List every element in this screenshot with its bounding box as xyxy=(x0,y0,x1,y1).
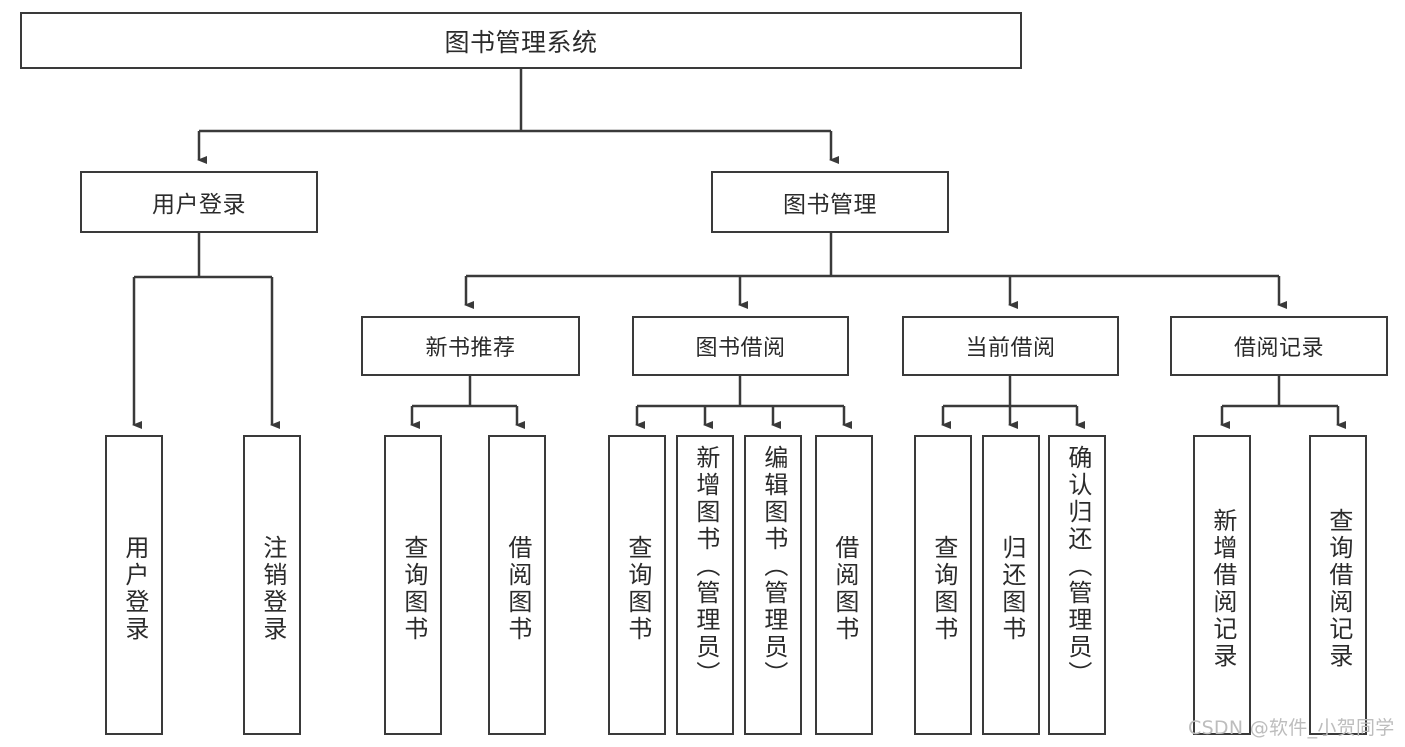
leaf-record-add-record[interactable]: 新增借阅记录 xyxy=(1193,435,1251,735)
leaf-recommend-borrow-book-label: 借阅图书 xyxy=(503,535,532,643)
leaf-current-confirm-return[interactable]: 确认归还（管理员） xyxy=(1048,435,1106,735)
leaf-borrow-add-book-label: 新增图书（管理员） xyxy=(691,445,720,688)
node-new-book-recommend-label: 新书推荐 xyxy=(425,336,516,361)
leaf-record-query-record-label: 查询借阅记录 xyxy=(1324,508,1353,670)
csdn-watermark: CSDN @软件_小贺同学 xyxy=(1188,717,1395,739)
leaf-record-add-record-label: 新增借阅记录 xyxy=(1208,508,1237,670)
node-book-management-label: 图书管理 xyxy=(783,192,877,218)
leaf-record-query-record[interactable]: 查询借阅记录 xyxy=(1309,435,1367,735)
leaf-current-query-book-label: 查询图书 xyxy=(929,535,958,643)
node-new-book-recommend[interactable]: 新书推荐 xyxy=(361,316,580,376)
leaf-recommend-query-book[interactable]: 查询图书 xyxy=(384,435,442,735)
node-current-borrow-label: 当前借阅 xyxy=(965,336,1056,361)
node-borrow-record-label: 借阅记录 xyxy=(1233,336,1324,361)
leaf-borrow-edit-book[interactable]: 编辑图书（管理员） xyxy=(744,435,802,735)
leaf-current-confirm-return-label: 确认归还（管理员） xyxy=(1063,445,1092,688)
leaf-current-return-book[interactable]: 归还图书 xyxy=(982,435,1040,735)
leaf-user-login-login-label: 用户登录 xyxy=(120,535,149,643)
leaf-current-query-book[interactable]: 查询图书 xyxy=(914,435,972,735)
node-user-login-label: 用户登录 xyxy=(152,192,246,218)
node-root-system[interactable]: 图书管理系统 xyxy=(20,12,1022,69)
leaf-current-return-book-label: 归还图书 xyxy=(997,535,1026,643)
node-borrow-record[interactable]: 借阅记录 xyxy=(1170,316,1388,376)
node-book-borrow[interactable]: 图书借阅 xyxy=(632,316,849,376)
node-root-system-label: 图书管理系统 xyxy=(444,27,598,57)
leaf-user-login-login[interactable]: 用户登录 xyxy=(105,435,163,735)
leaf-borrow-borrow-book-label: 借阅图书 xyxy=(830,535,859,643)
node-book-management[interactable]: 图书管理 xyxy=(711,171,949,233)
node-book-borrow-label: 图书借阅 xyxy=(695,336,786,361)
node-current-borrow[interactable]: 当前借阅 xyxy=(902,316,1119,376)
leaf-borrow-query-book[interactable]: 查询图书 xyxy=(608,435,666,735)
leaf-borrow-query-book-label: 查询图书 xyxy=(623,535,652,643)
leaf-recommend-query-book-label: 查询图书 xyxy=(399,535,428,643)
leaf-recommend-borrow-book[interactable]: 借阅图书 xyxy=(488,435,546,735)
leaf-borrow-borrow-book[interactable]: 借阅图书 xyxy=(815,435,873,735)
leaf-user-login-logout-label: 注销登录 xyxy=(258,535,287,643)
leaf-borrow-edit-book-label: 编辑图书（管理员） xyxy=(759,445,788,688)
leaf-user-login-logout[interactable]: 注销登录 xyxy=(243,435,301,735)
leaf-borrow-add-book[interactable]: 新增图书（管理员） xyxy=(676,435,734,735)
node-user-login[interactable]: 用户登录 xyxy=(80,171,318,233)
